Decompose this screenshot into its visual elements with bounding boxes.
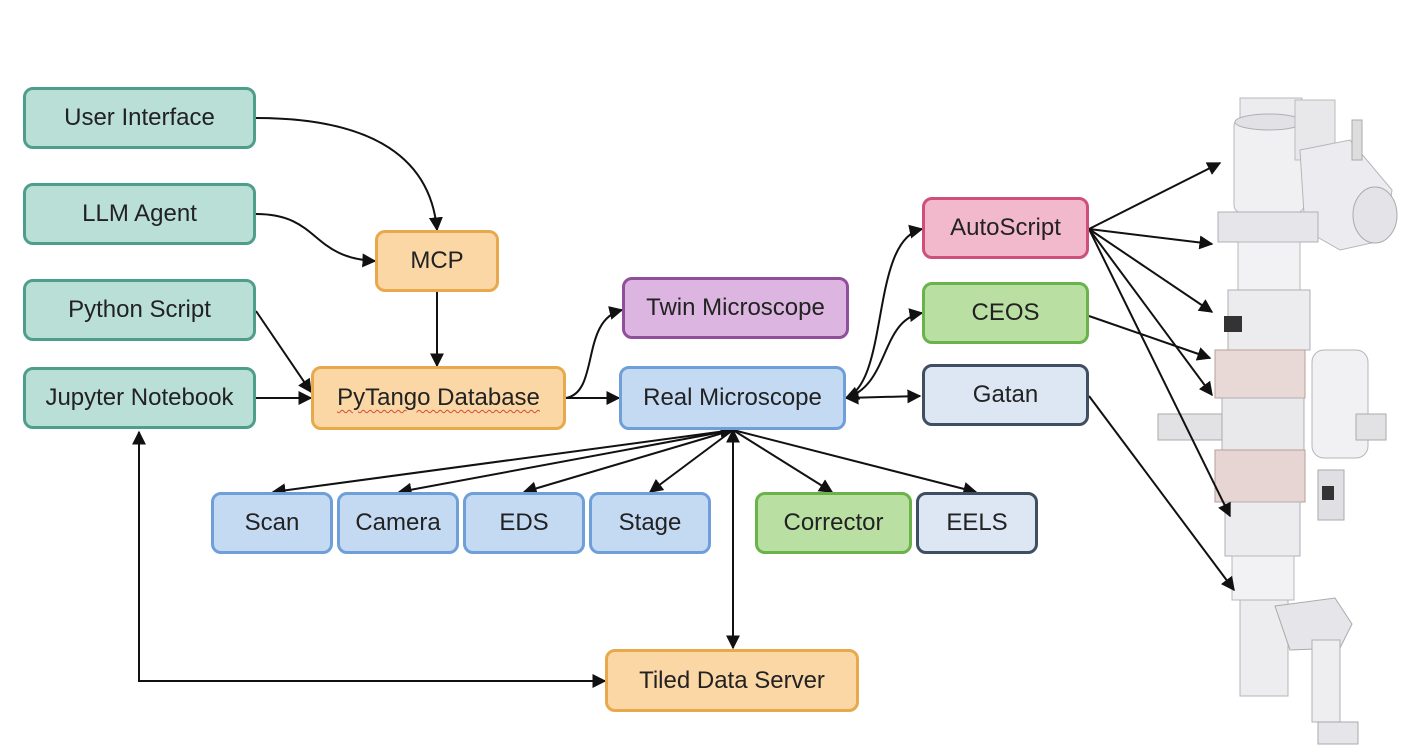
- node-tiled-data-server: Tiled Data Server: [605, 649, 859, 712]
- node-label: Gatan: [972, 381, 1039, 408]
- node-label: PyTango Database: [337, 384, 540, 411]
- node-label: Corrector: [783, 509, 884, 536]
- node-mcp: MCP: [375, 230, 499, 292]
- node-label: CEOS: [971, 299, 1040, 326]
- node-pytango-database: PyTango Database: [311, 366, 566, 430]
- arrow-tiled-jupyter: [132, 430, 607, 688]
- node-gatan: Gatan: [922, 364, 1089, 426]
- node-python-script: Python Script: [23, 279, 256, 341]
- arrow-python-to-pytango: [255, 310, 312, 394]
- node-label: Scan: [244, 509, 300, 536]
- node-twin-microscope: Twin Microscope: [622, 277, 849, 339]
- microscope-illustration: [1157, 97, 1398, 745]
- node-label: User Interface: [64, 104, 215, 131]
- arrow-real-autoscript: [844, 224, 924, 400]
- node-label: Tiled Data Server: [639, 666, 825, 694]
- node-label: AutoScript: [950, 214, 1061, 241]
- node-stage: Stage: [589, 492, 711, 554]
- node-label: Twin Microscope: [646, 294, 825, 321]
- arrow-real-ceos: [845, 308, 924, 399]
- node-label: Stage: [618, 509, 682, 536]
- arrow-real-gatan: [844, 389, 922, 405]
- node-scan: Scan: [211, 492, 333, 554]
- arrow-pytango-to-twin: [565, 306, 624, 399]
- node-corrector: Corrector: [755, 492, 912, 554]
- node-camera: Camera: [337, 492, 459, 554]
- node-eels: EELS: [916, 492, 1038, 554]
- node-label: Python Script: [68, 296, 211, 323]
- node-label: EDS: [499, 509, 549, 536]
- node-llm-agent: LLM Agent: [23, 183, 256, 245]
- node-jupyter-notebook: Jupyter Notebook: [23, 367, 256, 429]
- node-label: EELS: [946, 509, 1008, 536]
- arrows-to-instrument: [1088, 162, 1235, 592]
- node-autoscript: AutoScript: [922, 197, 1089, 259]
- node-label: MCP: [410, 247, 464, 274]
- node-ceos: CEOS: [922, 282, 1089, 344]
- arrow-llm-to-mcp: [255, 213, 377, 268]
- arrow-ui-to-mcp: [255, 117, 443, 232]
- node-label: Real Microscope: [643, 384, 822, 411]
- node-real-microscope: Real Microscope: [619, 366, 846, 430]
- node-eds: EDS: [463, 492, 585, 554]
- node-user-interface: User Interface: [23, 87, 256, 149]
- node-label: Camera: [355, 509, 441, 536]
- node-label: LLM Agent: [82, 200, 197, 227]
- node-label: Jupyter Notebook: [45, 384, 234, 411]
